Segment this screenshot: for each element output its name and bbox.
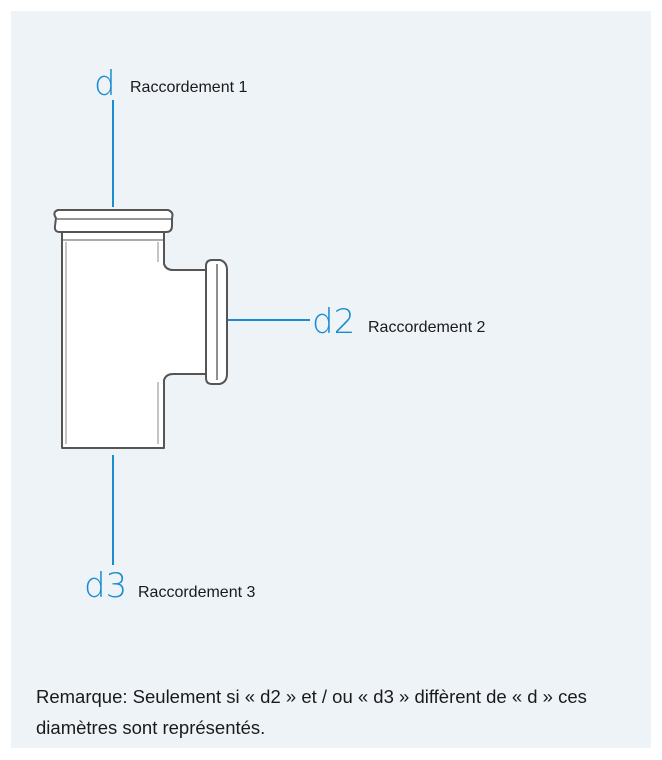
remark-note: Remarque: Seulement si « d2 » et / ou « … xyxy=(36,686,587,738)
connection-3-symbol: d3 xyxy=(84,566,127,606)
connection-1-label: Raccordement 1 xyxy=(130,79,247,96)
connection-2-symbol: d2 xyxy=(312,302,355,342)
connection-3-label: Raccordement 3 xyxy=(138,584,255,601)
connection-1-symbol: d xyxy=(94,64,116,104)
tee-pipe xyxy=(53,209,228,449)
connection-2-label: Raccordement 2 xyxy=(368,319,485,336)
